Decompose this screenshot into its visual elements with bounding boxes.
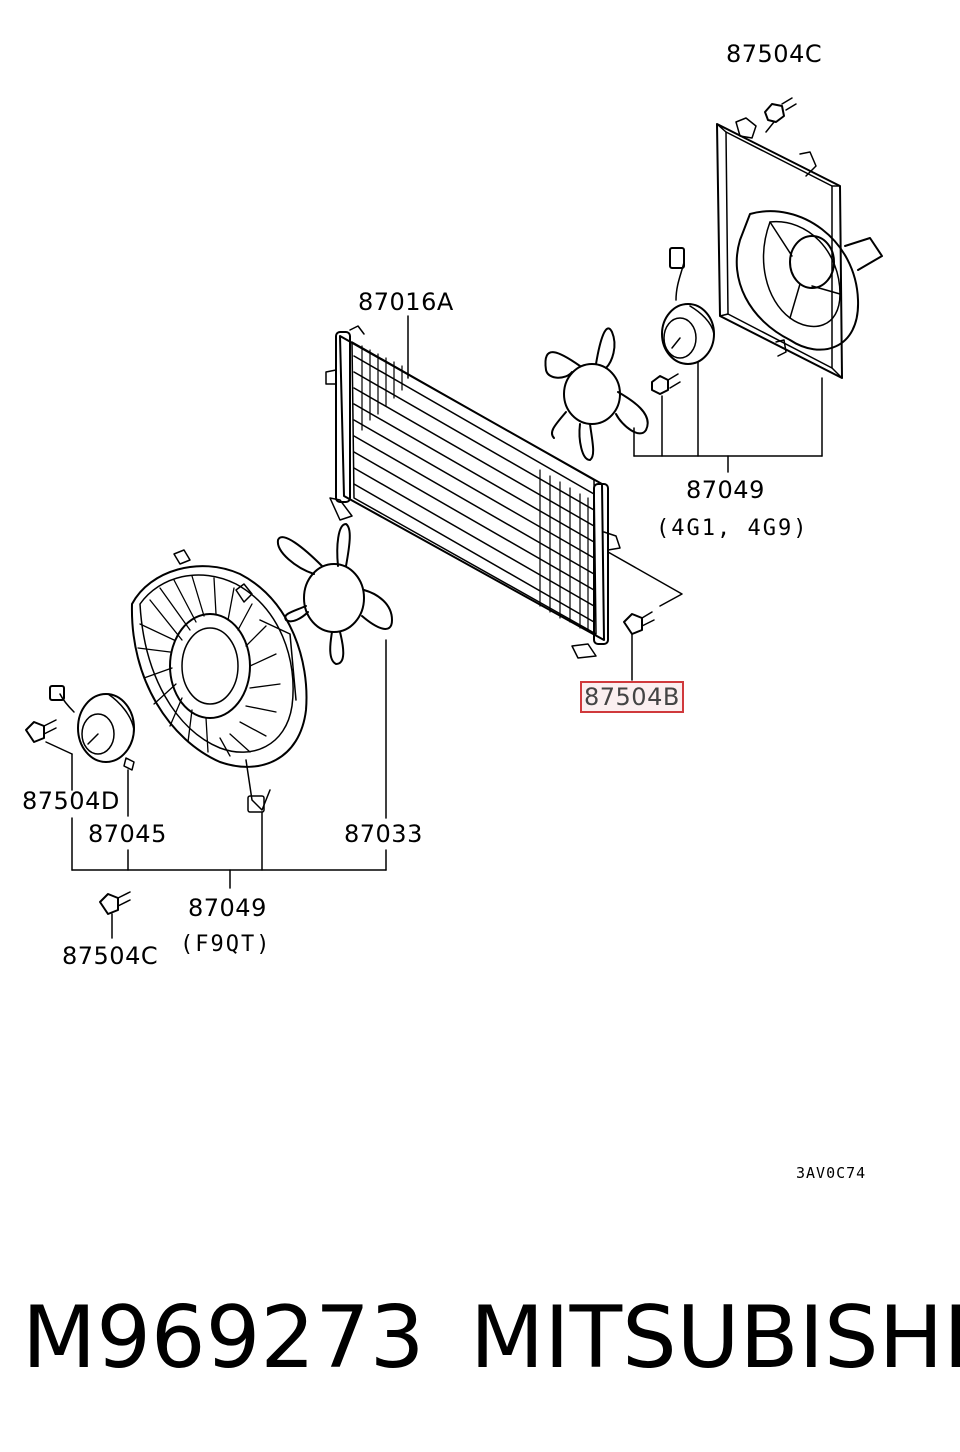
label-condenser[interactable]: 87016A [358,288,454,316]
brand-name: MITSUBISHI [470,1288,960,1388]
bottom-bolt [99,891,131,939]
label-fan-assy-left-variant: (F9QT) [180,932,272,957]
right-small-bolt [651,373,681,395]
top-bolt [764,97,797,133]
label-fan-assy-right[interactable]: 87049 [686,476,765,504]
label-left-bolt[interactable]: 87504D [22,787,120,815]
right-fan-motor [661,247,715,365]
label-bottom-bolt[interactable]: 87504C [62,942,159,970]
right-fan-shroud [716,117,883,379]
condenser [325,325,621,659]
left-bolt [25,719,57,743]
label-left-fan[interactable]: 87033 [344,820,423,848]
label-fan-assy-left[interactable]: 87049 [188,894,267,922]
left-fan-blade [276,523,393,665]
label-top-bolt[interactable]: 87504C [726,40,823,68]
left-fan-shroud [130,549,308,813]
part-number: M969273 [22,1288,425,1388]
right-group-leaders [633,361,823,473]
label-fan-assy-right-variant: (4G1, 4G9) [656,516,809,541]
left-fan-motor [49,685,135,771]
right-fan-blade [544,327,649,461]
condenser-bolt [607,551,683,681]
diagram-code: 3AV0C74 [796,1164,867,1182]
left-group-leaders [45,639,387,889]
label-highlighted-bolt[interactable]: 87504B [580,681,684,713]
label-left-motor[interactable]: 87045 [88,820,167,848]
